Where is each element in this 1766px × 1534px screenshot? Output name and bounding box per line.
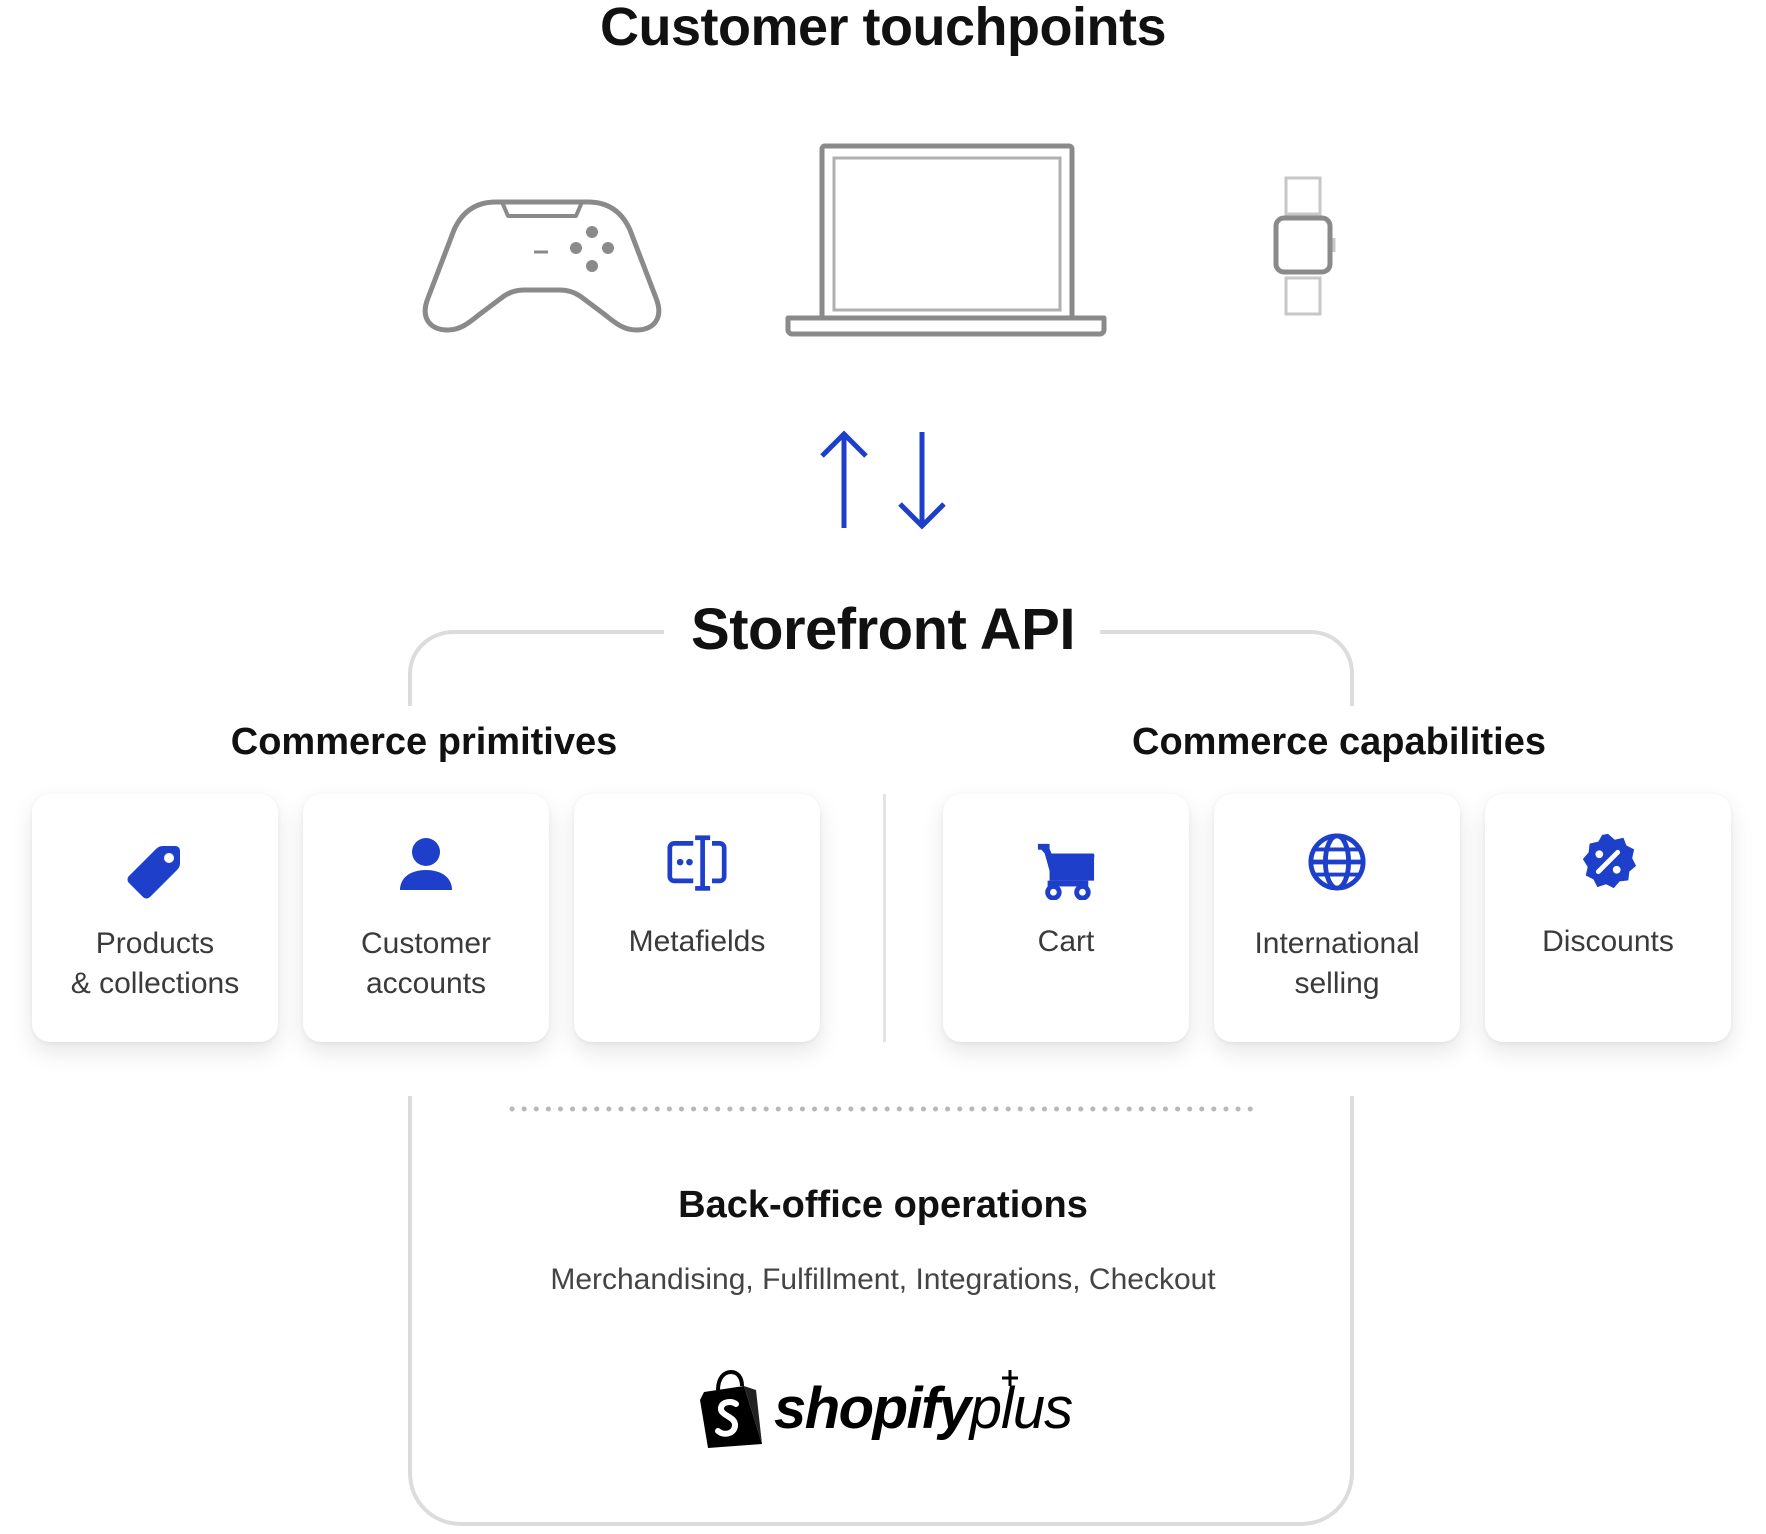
card-label-line1: Discounts [1542, 925, 1674, 958]
person-icon [400, 838, 452, 890]
commerce-primitives-heading: Commerce primitives [230, 721, 618, 763]
laptop-icon [784, 142, 1108, 338]
card-label-line1: Metafields [628, 925, 766, 958]
smartwatch-icon [1270, 174, 1338, 322]
page-title: Customer touchpoints [600, 0, 1167, 57]
down-arrow-icon [894, 428, 950, 532]
backoffice-title: Back-office operations [678, 1184, 1088, 1226]
game-controller-icon [418, 196, 666, 336]
storefront-api-bracket [400, 620, 1360, 1534]
price-tag-icon [127, 846, 180, 899]
shopify-plus-logo: shopifyplus [698, 1364, 1078, 1456]
card-label-line1: International [1254, 927, 1420, 960]
shopping-bag-icon [700, 1370, 762, 1448]
card-label-line2: & collections [70, 967, 240, 1000]
international-selling-card: International selling [1214, 794, 1460, 1042]
logo-word: shopify [774, 1376, 971, 1441]
card-label-line1: Customer [360, 927, 492, 960]
discounts-card: Discounts [1485, 794, 1731, 1042]
plus-mark-icon [1002, 1370, 1018, 1386]
cart-card: Cart [943, 794, 1189, 1042]
card-label-line2: accounts [365, 967, 487, 1000]
dotted-separator [508, 1102, 1260, 1114]
discount-badge-icon [1582, 833, 1637, 889]
products-collections-card: Products & collections [32, 794, 278, 1042]
card-label-line1: Cart [1037, 925, 1095, 958]
section-divider [883, 794, 886, 1042]
shopping-cart-icon [1037, 843, 1095, 900]
metafields-card: Metafields [574, 794, 820, 1042]
card-label-line1: Products [95, 927, 215, 960]
backoffice-subtitle: Merchandising, Fulfillment, Integrations… [550, 1263, 1216, 1296]
storefront-api-title: Storefront API [691, 597, 1075, 662]
logo-plus: plus [969, 1376, 1073, 1441]
customer-accounts-card: Customer accounts [303, 794, 549, 1042]
metafields-icon [667, 835, 727, 891]
card-label-line2: selling [1294, 967, 1380, 1000]
up-arrow-icon [816, 428, 872, 532]
commerce-capabilities-heading: Commerce capabilities [1132, 721, 1546, 763]
logo-text: shopifyplus [774, 1374, 1073, 1444]
globe-icon [1308, 833, 1366, 891]
